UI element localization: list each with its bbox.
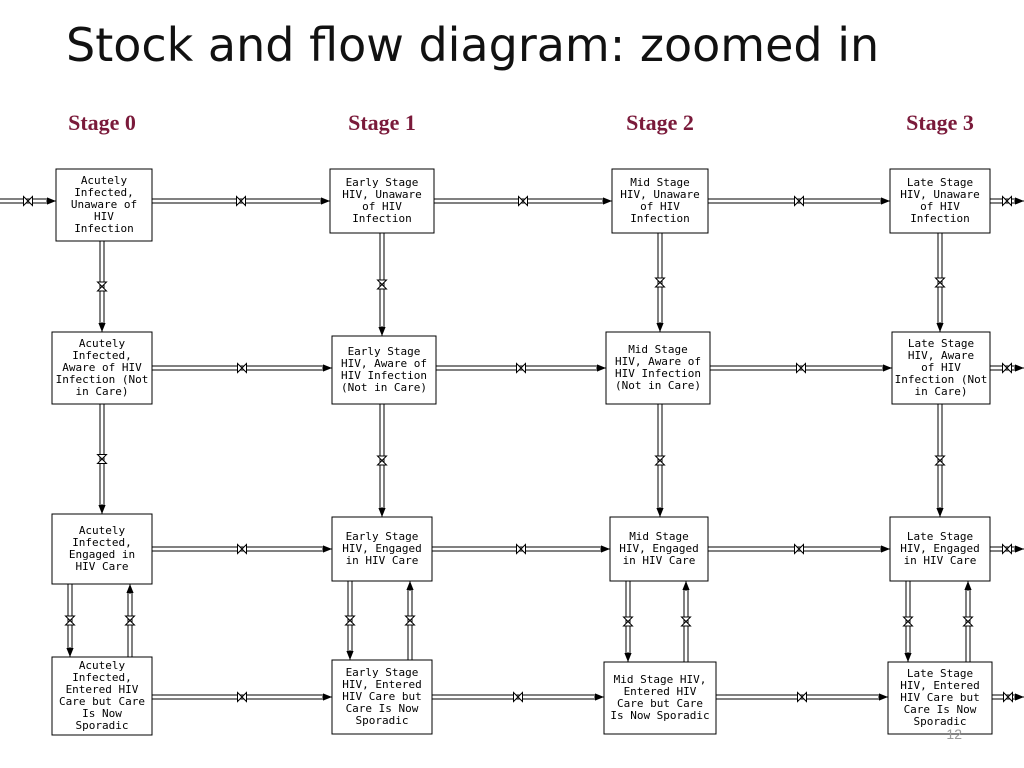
flow-r0-c2-to-c3-valve: [794, 195, 804, 207]
flow-down-r2-r3-c1-valve: [344, 615, 356, 626]
stage-2-label: Stage 2: [626, 110, 694, 135]
stock-box-r1-c3: [891, 331, 991, 405]
flow-up-r3-r2-c0-valve: [124, 615, 136, 626]
flow-down-r2-r3-c3-valve: [902, 616, 914, 627]
slide-title: Stock and flow diagram: zoomed in: [66, 18, 880, 72]
flow-down-r1-r2-c3-valve: [934, 455, 946, 466]
stock-box-r2-c2: [609, 516, 709, 582]
stock-box-r0-c1: [329, 168, 435, 234]
stage-0-label: Stage 0: [68, 110, 136, 135]
flow-down-r2-r3-c0-valve: [64, 615, 76, 626]
stage-1-label: Stage 1: [348, 110, 416, 135]
flow-r2-c1-to-c2-valve: [516, 543, 526, 555]
outflow-r2-valve: [1002, 543, 1012, 555]
stage-3-label: Stage 3: [906, 110, 974, 135]
stock-box-r3-c1: [331, 659, 433, 735]
flow-r1-c0-to-c1-valve: [237, 362, 247, 374]
flow-up-r3-r2-c3-valve: [962, 616, 974, 627]
flow-up-r3-r2-c2-valve: [680, 616, 692, 627]
stock-box-r3-c2: [603, 661, 717, 735]
flow-down-r0-r1-c3-valve: [934, 277, 946, 288]
outflow-r1-valve: [1002, 362, 1012, 374]
flow-r0-c1-to-c2-valve: [518, 195, 528, 207]
flow-down-r2-r3-c2-valve: [622, 616, 634, 627]
stock-box-r0-c0: [55, 168, 153, 242]
flow-r0-c0-to-c1-valve: [236, 195, 246, 207]
stock-box-r1-c0: [51, 331, 153, 405]
stock-box-r2-c0: [51, 513, 153, 585]
outflow-r3-valve: [1003, 691, 1013, 703]
outflow-r0-valve: [1002, 195, 1012, 207]
stock-box-r1-c2: [605, 331, 711, 405]
page-number: 12: [946, 726, 962, 742]
flow-r1-c2-to-c3-valve: [796, 362, 806, 374]
flow-down-r1-r2-c0-valve: [96, 454, 108, 464]
flow-r3-c0-to-c1-valve: [237, 691, 247, 703]
flow-down-r1-r2-c2-valve: [654, 455, 666, 466]
flow-down-r1-r2-c1-valve: [376, 455, 388, 466]
stock-box-r2-c3: [889, 516, 991, 582]
stock-box-r2-c1: [331, 516, 433, 582]
stock-box-r1-c1: [331, 335, 437, 405]
flow-r2-c0-to-c1-valve: [237, 543, 247, 555]
flow-up-r3-r2-c1-valve: [404, 615, 416, 626]
flow-down-r0-r1-c0-valve: [96, 281, 108, 292]
flow-r3-c1-to-c2-valve: [513, 691, 523, 703]
inflow-r0-valve: [23, 195, 33, 207]
flow-down-r0-r1-c2-valve: [654, 277, 666, 288]
stock-box-r3-c0: [51, 656, 153, 736]
flow-down-r0-r1-c1-valve: [376, 279, 388, 290]
flow-r3-c2-to-c3-valve: [797, 691, 807, 703]
stock-box-r3-c3: [887, 661, 993, 735]
stock-box-r0-c2: [611, 168, 709, 234]
stock-box-r0-c3: [889, 168, 991, 234]
flow-r2-c2-to-c3-valve: [794, 543, 804, 555]
flow-r1-c1-to-c2-valve: [516, 362, 526, 374]
